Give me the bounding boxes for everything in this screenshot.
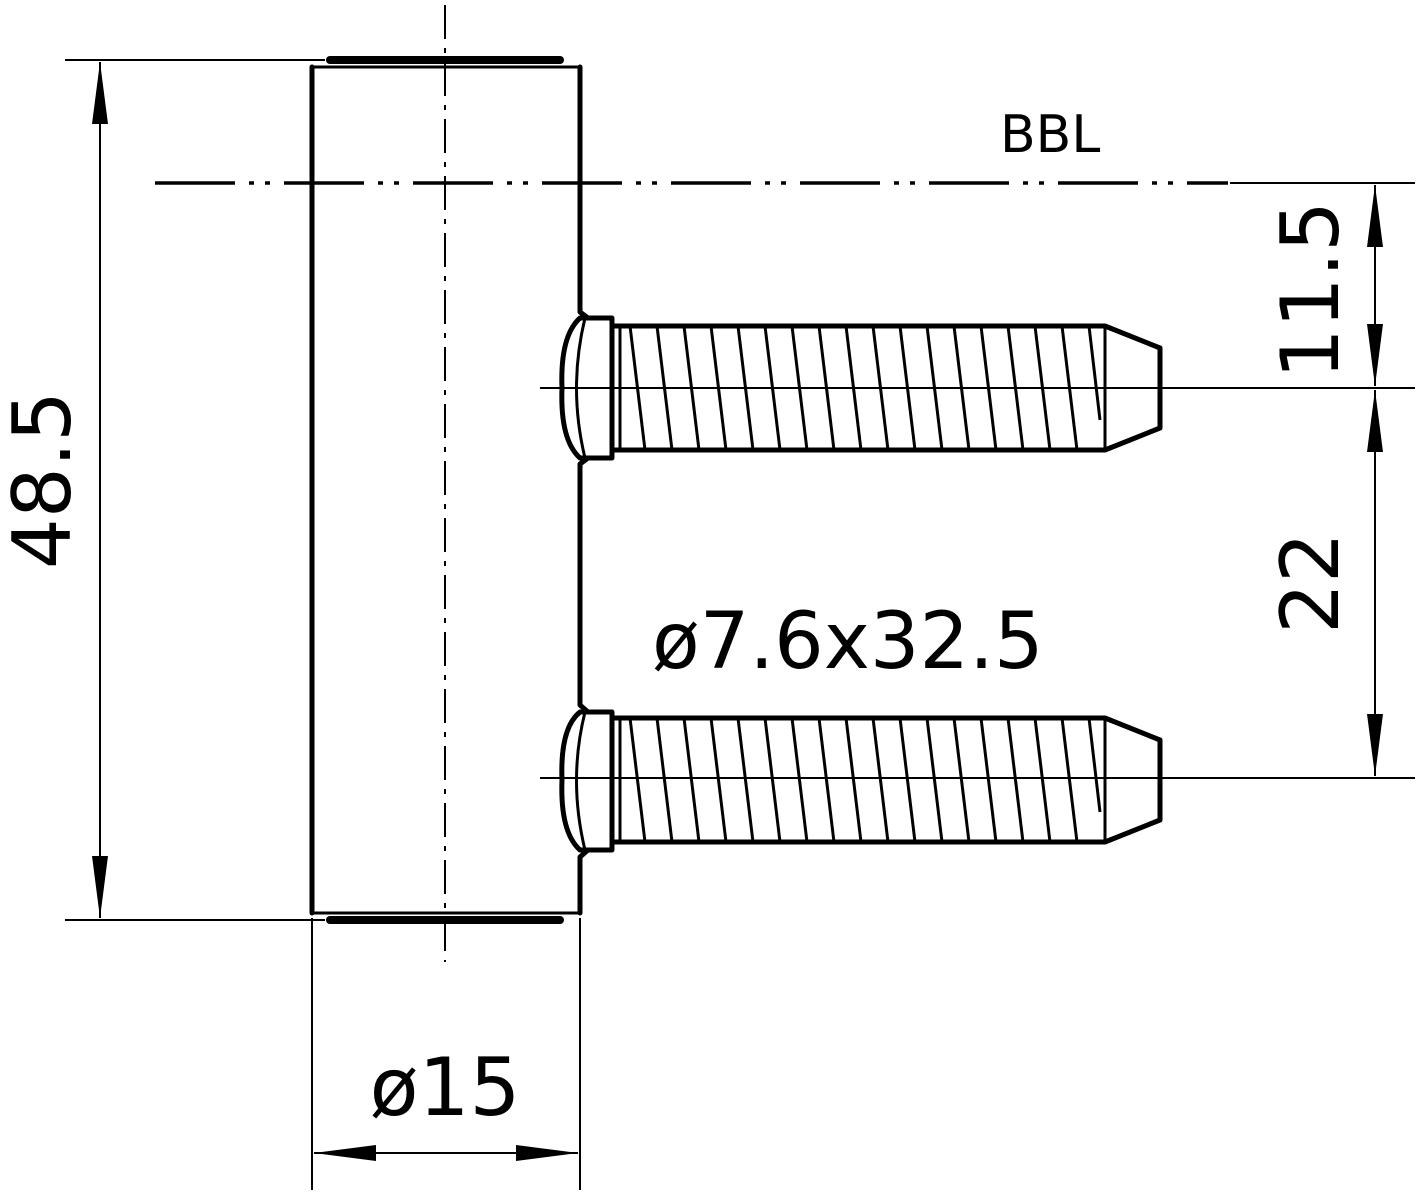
dimension-pin-spacing: 22 xyxy=(1264,390,1383,776)
dimension-height-total: 48.5 xyxy=(0,59,325,921)
lower-pin xyxy=(559,709,1163,853)
height-total-label: 48.5 xyxy=(0,391,89,569)
dimension-offset-top: 11.5 xyxy=(1230,182,1415,386)
pin-spacing-label: 22 xyxy=(1264,532,1357,634)
diameter-label: ø15 xyxy=(370,1041,521,1134)
lower-pin-thread xyxy=(628,717,1102,843)
hinge-cylinder xyxy=(309,56,591,924)
cylinder-right-wall xyxy=(577,64,591,321)
pin-spec-label: ø7.6x32.5 xyxy=(652,597,1044,687)
bbl-label: BBL xyxy=(1000,105,1100,165)
offset-top-label: 11.5 xyxy=(1264,201,1357,379)
dimension-diameter: ø15 xyxy=(311,918,581,1190)
